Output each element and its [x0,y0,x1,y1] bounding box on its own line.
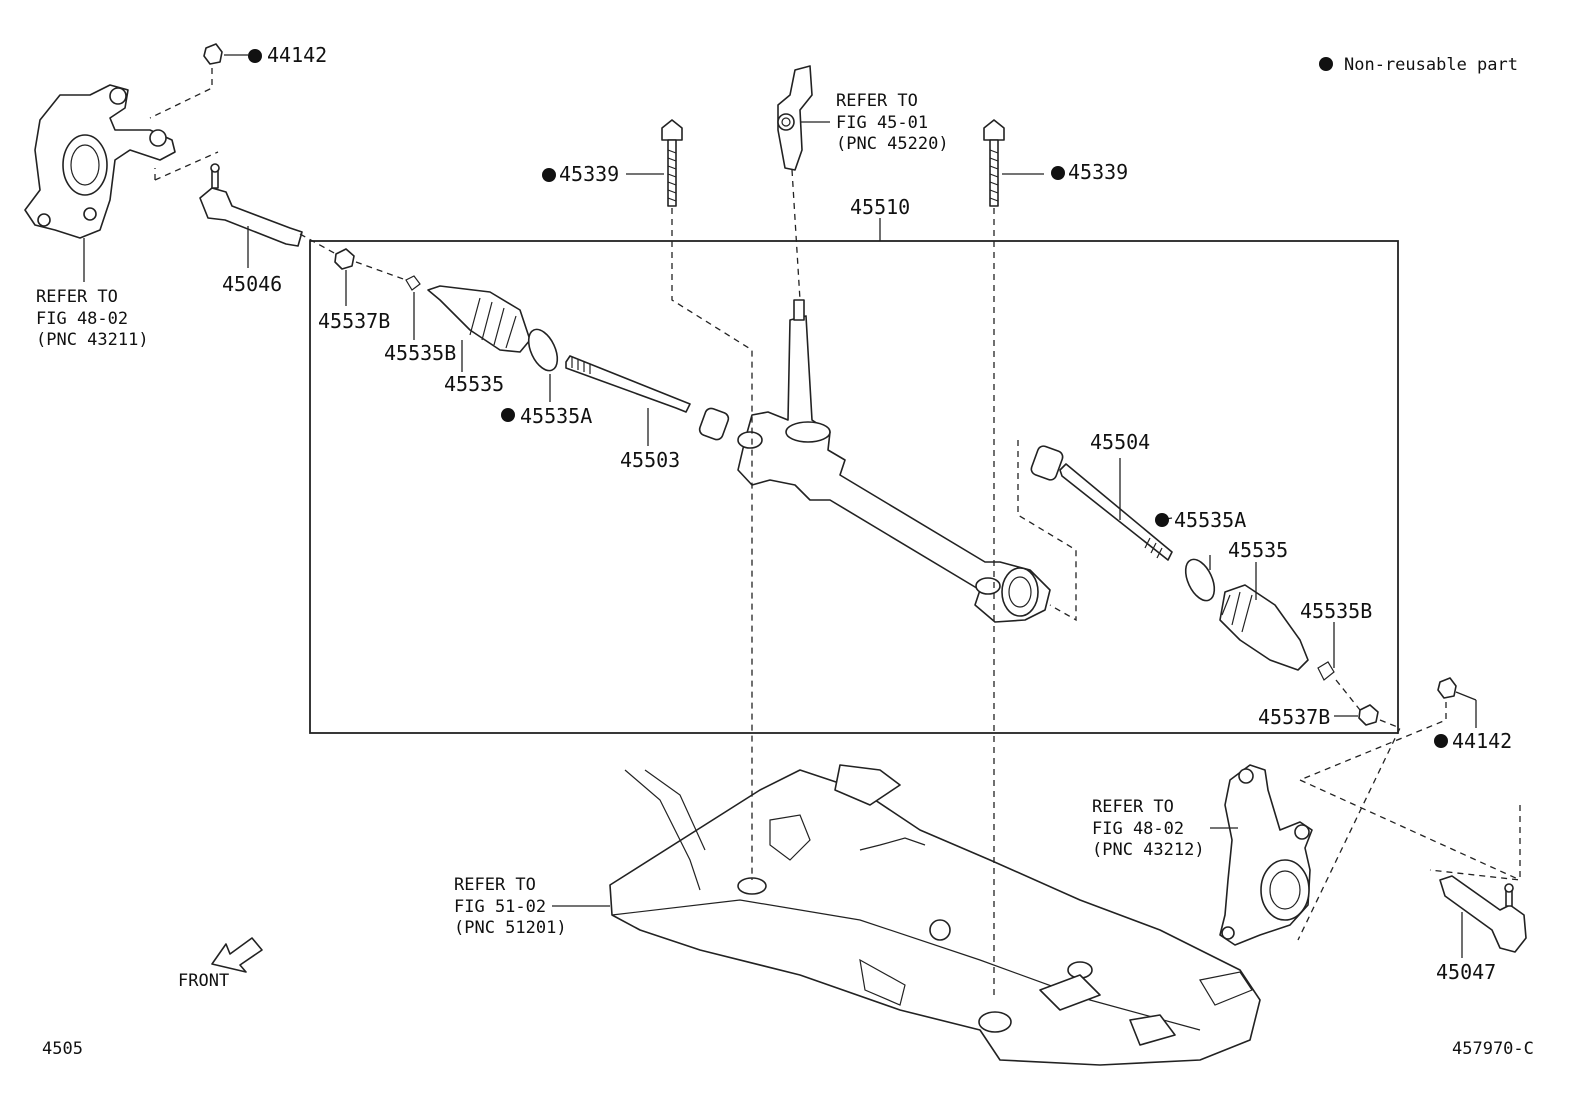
label-45535a-right: 45535A [1174,508,1246,532]
svg-text:FIG 48-02: FIG 48-02 [36,309,128,329]
clamp-45535a-right [1184,558,1216,602]
svg-text:FIG 48-02: FIG 48-02 [1092,819,1184,839]
steering-rack-housing [737,299,1051,623]
steering-intermediate-shaft [777,65,813,171]
label-45535b-right: 45535B [1300,599,1372,623]
label-45535-right: 45535 [1228,538,1288,562]
right-steering-knuckle [1219,764,1313,946]
legend-text: Non-reusable part [1344,55,1518,75]
footer-right-code: 457970-C [1452,1039,1534,1059]
nut-44142-right [1437,677,1457,699]
nut-45537b-right [1358,704,1379,726]
ref-crossmember: REFER TO FIG 51-02 (PNC 51201) [454,875,567,938]
nut-44142-top [203,43,223,65]
label-45535a-left: 45535A [520,404,592,428]
alignment-lines [149,68,1521,1000]
ref-knuckle-left: REFER TO FIG 48-02 (PNC 43211) [36,287,149,350]
boot-45535-left [427,285,531,353]
clamp-45535b-right [1317,661,1335,681]
non-reusable-markers [248,49,1448,748]
svg-text:REFER TO: REFER TO [836,91,918,111]
svg-text:(PNC 45220): (PNC 45220) [836,134,949,154]
label-45339-left: 45339 [559,162,619,186]
ref-steering-column: REFER TO FIG 45-01 (PNC 45220) [836,91,949,154]
assembly-frame-45510 [309,240,1399,734]
svg-text:FIG 51-02: FIG 51-02 [454,897,546,917]
front-label: FRONT [178,971,229,991]
label-45503: 45503 [620,448,680,472]
ref-knuckle-right: REFER TO FIG 48-02 (PNC 43212) [1092,797,1205,860]
label-45339-right: 45339 [1068,160,1128,184]
svg-text:REFER TO: REFER TO [1092,797,1174,817]
svg-text:REFER TO: REFER TO [36,287,118,307]
svg-text:(PNC 43211): (PNC 43211) [36,330,149,350]
svg-text:(PNC 43212): (PNC 43212) [1092,840,1205,860]
label-45510: 45510 [850,195,910,219]
label-45504: 45504 [1090,430,1150,454]
front-direction-arrow-icon [211,937,263,973]
bolt-45339-left [661,119,683,207]
tie-rod-end-45046 [199,163,303,247]
label-45046: 45046 [222,272,282,296]
footer-left-code: 4505 [42,1039,83,1059]
leader-lines [83,54,1477,958]
tie-rod-45503 [565,355,730,441]
label-44142-top: 44142 [267,43,327,67]
nut-45537b-left [334,248,355,270]
clamp-45535b-left [405,275,421,291]
label-45047: 45047 [1436,960,1496,984]
boot-45535-right [1219,584,1309,671]
crossmember [609,764,1261,1066]
label-45537b-left: 45537B [318,309,390,333]
left-steering-knuckle [24,84,176,239]
svg-text:(PNC 51201): (PNC 51201) [454,918,567,938]
label-45535-left: 45535 [444,372,504,396]
clamp-45535a-left [527,328,559,372]
label-44142-right: 44142 [1452,729,1512,753]
label-45535b-left: 45535B [384,341,456,365]
svg-text:FIG 45-01: FIG 45-01 [836,113,928,133]
label-45537b-right: 45537B [1258,705,1330,729]
tie-rod-45504 [1030,445,1173,561]
bolt-45339-right [983,119,1005,207]
svg-text:REFER TO: REFER TO [454,875,536,895]
tie-rod-end-45047 [1439,875,1527,953]
